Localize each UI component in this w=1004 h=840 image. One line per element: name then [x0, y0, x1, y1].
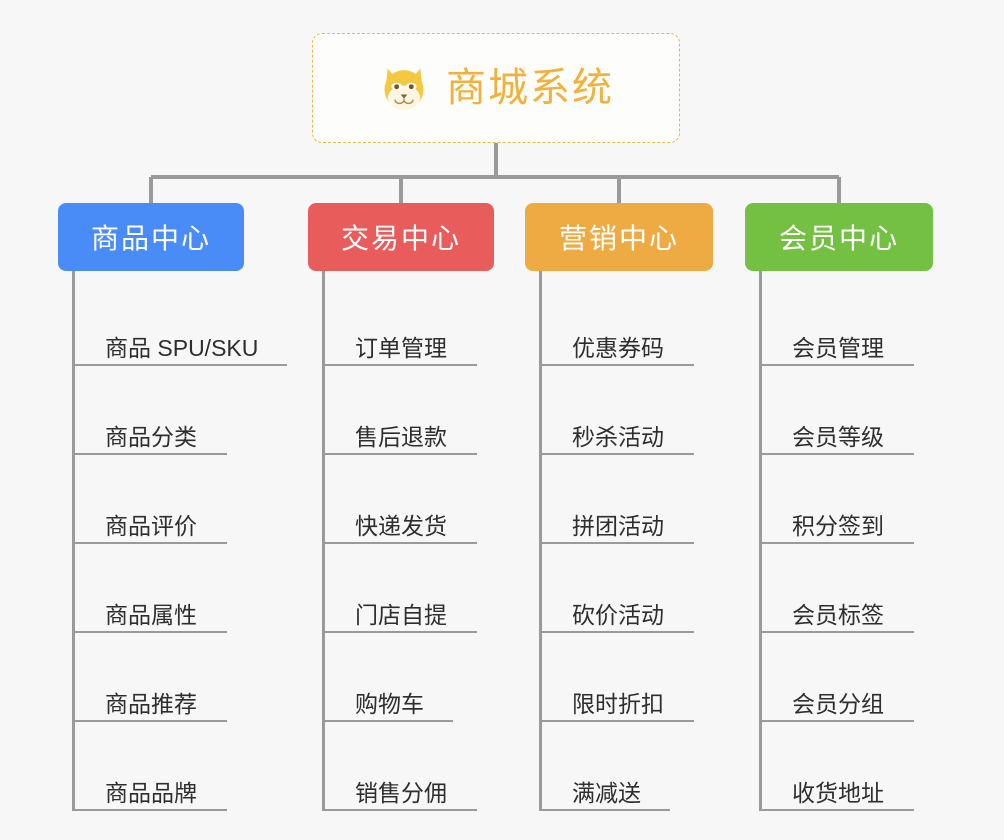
leaf-list-1: 订单管理 售后退款 快递发货 门店自提 购物车 销售分佣 — [322, 271, 530, 811]
root-title: 商城系统 — [446, 66, 614, 110]
leaf-underline — [762, 631, 914, 633]
leaf-label: 积分签到 — [792, 512, 884, 539]
leaf-label: 优惠券码 — [572, 334, 664, 361]
list-item[interactable]: 商品品牌 — [75, 722, 280, 811]
leaf-underline — [75, 631, 227, 633]
leaf-label: 商品分类 — [105, 423, 197, 450]
list-item[interactable]: 购物车 — [325, 633, 530, 722]
category-title-3: 会员中心 — [778, 223, 899, 254]
list-item[interactable]: 快递发货 — [325, 455, 530, 544]
leaf-underline — [325, 720, 453, 722]
leaf-label: 快递发货 — [355, 512, 447, 539]
leaf-label: 门店自提 — [355, 601, 447, 628]
category-title-0: 商品中心 — [90, 223, 211, 254]
category-header-0[interactable]: 商品中心 — [58, 203, 244, 271]
list-item[interactable]: 商品推荐 — [75, 633, 280, 722]
category-title-1: 交易中心 — [340, 223, 461, 254]
root-node[interactable]: 商城系统 — [312, 33, 680, 143]
leaf-underline — [75, 453, 227, 455]
leaf-underline — [325, 364, 477, 366]
leaf-label: 商品品牌 — [105, 779, 197, 806]
list-item[interactable]: 会员分组 — [762, 633, 967, 722]
leaf-label: 购物车 — [355, 690, 424, 717]
leaf-label: 收货地址 — [792, 779, 884, 806]
dog-face-icon — [384, 68, 424, 110]
list-item[interactable]: 订单管理 — [325, 277, 530, 366]
leaf-underline — [762, 542, 914, 544]
leaf-underline — [542, 631, 694, 633]
category-header-3[interactable]: 会员中心 — [745, 203, 933, 271]
leaf-label: 拼团活动 — [572, 512, 664, 539]
leaf-underline — [762, 364, 914, 366]
leaf-label: 会员分组 — [792, 690, 884, 717]
list-item[interactable]: 收货地址 — [762, 722, 967, 811]
list-item[interactable]: 优惠券码 — [542, 277, 747, 366]
leaf-list-2: 优惠券码 秒杀活动 拼团活动 砍价活动 限时折扣 满减送 — [539, 271, 747, 811]
leaf-label: 商品推荐 — [105, 690, 197, 717]
leaf-label: 商品 SPU/SKU — [105, 334, 259, 361]
category-column-交易中心: 交易中心 订单管理 售后退款 快递发货 门店自提 购物车 — [308, 203, 530, 811]
leaf-underline — [325, 542, 477, 544]
category-column-会员中心: 会员中心 会员管理 会员等级 积分签到 会员标签 会员分组 — [745, 203, 967, 811]
leaf-underline — [75, 809, 227, 811]
leaf-label: 满减送 — [572, 779, 641, 806]
leaf-underline — [542, 720, 694, 722]
leaf-label: 会员等级 — [792, 423, 884, 450]
leaf-label: 秒杀活动 — [572, 423, 664, 450]
list-item[interactable]: 商品评价 — [75, 455, 280, 544]
list-item[interactable]: 会员管理 — [762, 277, 967, 366]
leaf-underline — [542, 809, 670, 811]
leaf-label: 销售分佣 — [355, 779, 447, 806]
leaf-label: 售后退款 — [355, 423, 447, 450]
leaf-underline — [762, 453, 914, 455]
leaf-underline — [762, 720, 914, 722]
list-item[interactable]: 商品分类 — [75, 366, 280, 455]
list-item[interactable]: 销售分佣 — [325, 722, 530, 811]
list-item[interactable]: 砍价活动 — [542, 544, 747, 633]
leaf-underline — [75, 364, 287, 366]
category-column-营销中心: 营销中心 优惠券码 秒杀活动 拼团活动 砍价活动 限时折扣 — [525, 203, 747, 811]
leaf-label: 限时折扣 — [572, 690, 664, 717]
list-item[interactable]: 门店自提 — [325, 544, 530, 633]
leaf-label: 订单管理 — [355, 334, 447, 361]
leaf-underline — [75, 542, 227, 544]
list-item[interactable]: 商品属性 — [75, 544, 280, 633]
leaf-label: 会员管理 — [792, 334, 884, 361]
leaf-underline — [542, 453, 694, 455]
list-item[interactable]: 会员标签 — [762, 544, 967, 633]
category-header-2[interactable]: 营销中心 — [525, 203, 713, 271]
list-item[interactable]: 售后退款 — [325, 366, 530, 455]
list-item[interactable]: 会员等级 — [762, 366, 967, 455]
list-item[interactable]: 秒杀活动 — [542, 366, 747, 455]
list-item[interactable]: 商品 SPU/SKU — [75, 277, 287, 366]
leaf-label: 会员标签 — [792, 601, 884, 628]
leaf-underline — [542, 364, 694, 366]
leaf-underline — [325, 631, 477, 633]
leaf-underline — [325, 809, 477, 811]
leaf-underline — [762, 809, 914, 811]
leaf-list-3: 会员管理 会员等级 积分签到 会员标签 会员分组 收货地址 — [759, 271, 967, 811]
leaf-underline — [75, 720, 227, 722]
category-column-商品中心: 商品中心 商品 SPU/SKU 商品分类 商品评价 商品属性 商品推荐 — [58, 203, 287, 811]
leaf-underline — [542, 542, 694, 544]
category-header-1[interactable]: 交易中心 — [308, 203, 494, 271]
list-item[interactable]: 限时折扣 — [542, 633, 747, 722]
leaf-list-0: 商品 SPU/SKU 商品分类 商品评价 商品属性 商品推荐 商品品牌 — [72, 271, 287, 811]
category-title-2: 营销中心 — [558, 223, 679, 254]
leaf-label: 商品属性 — [105, 601, 197, 628]
list-item[interactable]: 积分签到 — [762, 455, 967, 544]
leaf-underline — [325, 453, 477, 455]
list-item[interactable]: 满减送 — [542, 722, 747, 811]
list-item[interactable]: 拼团活动 — [542, 455, 747, 544]
leaf-label: 商品评价 — [105, 512, 197, 539]
leaf-label: 砍价活动 — [572, 601, 664, 628]
